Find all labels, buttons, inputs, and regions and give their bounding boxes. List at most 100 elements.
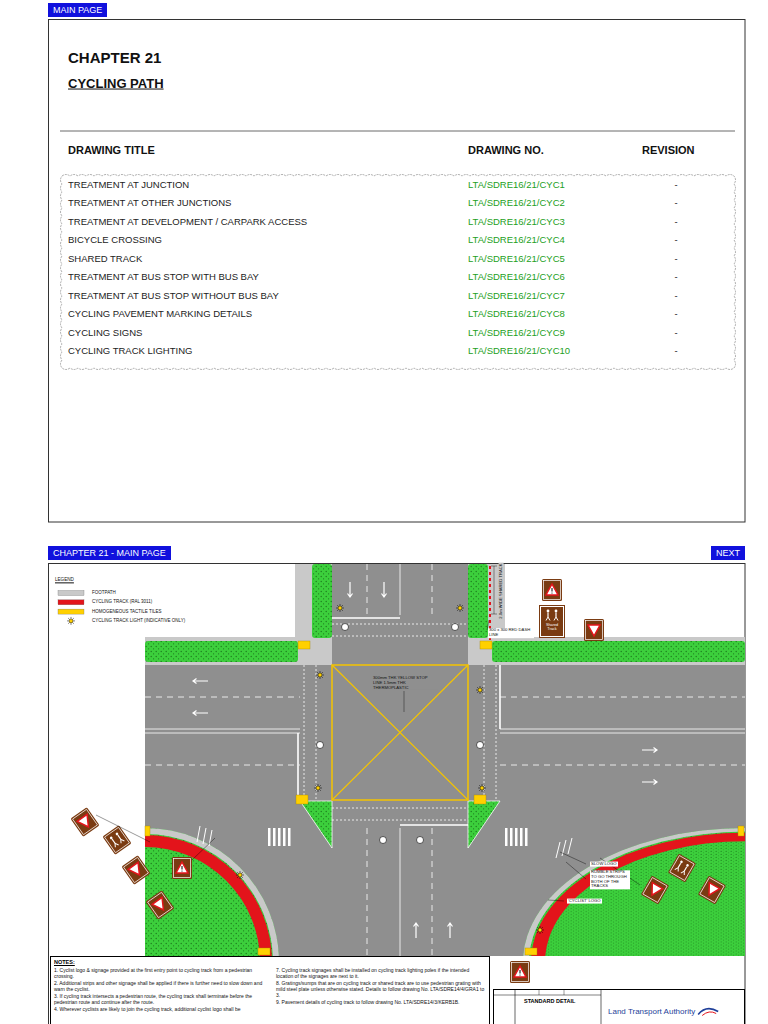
light-ray [320, 785, 321, 786]
cycling-track-light [456, 604, 464, 612]
sign-border [670, 856, 694, 881]
cycling-sign [542, 579, 562, 601]
footpath [145, 637, 745, 823]
crossing-line [332, 808, 468, 809]
zebra-stripe [515, 828, 518, 846]
carriageway [332, 564, 468, 665]
sign-mark [520, 970, 521, 974]
light-ray [71, 623, 72, 625]
zebra-stripe [283, 828, 286, 846]
drawing-title: TREATMENT AT DEVELOPMENT / CARPARK ACCES… [68, 216, 307, 227]
zebra-stripe [525, 828, 528, 846]
lane-arrow [414, 923, 419, 938]
light-ray [322, 675, 324, 676]
notes-columns: 1. Cyclist logo & signage provided at th… [54, 967, 486, 1013]
cycling-sign [121, 855, 150, 884]
column-header: DRAWING NO. [468, 144, 544, 157]
cycling-sign [102, 825, 131, 854]
light-ray [456, 608, 458, 609]
cycling-sign [172, 857, 192, 879]
page-frame [49, 20, 746, 523]
light-ray [322, 672, 323, 673]
grass-verge [312, 564, 332, 638]
tactile-tiles [474, 795, 486, 804]
rumble-strip [197, 826, 200, 842]
drawing-title: CYCLING PAVEMENT MARKING DETAILS [68, 309, 252, 320]
sign-plate [172, 857, 192, 879]
light-ray [320, 790, 321, 791]
cycling-track [531, 833, 745, 956]
light-ray [316, 675, 318, 676]
sign-figure-head [547, 610, 550, 613]
cycling-track-light [67, 617, 75, 625]
light-ray [478, 788, 480, 789]
drawing-number: LTA/SDRE16/21/CYC7 [468, 290, 565, 301]
yellow-box [332, 665, 468, 800]
light-ray [477, 692, 478, 693]
sheet-type: STANDARD DETAIL [524, 998, 575, 1004]
grass-verge [468, 564, 488, 638]
light-ray [320, 677, 321, 679]
light-ray [462, 605, 463, 606]
leader-line [192, 838, 215, 860]
title-block-rule [494, 995, 601, 996]
button-label: MAIN PAGE [53, 4, 102, 16]
light-ray [457, 605, 458, 606]
sign-plate [584, 619, 604, 641]
rumble-strip [562, 840, 566, 856]
sign-mark [182, 866, 183, 870]
crossing-line [332, 624, 468, 625]
light-bulb [478, 688, 482, 692]
leader-line [566, 862, 586, 879]
drawing-number: LTA/SDRE16/21/CYC9 [468, 327, 565, 338]
light-ray [540, 926, 541, 928]
revision-cloud [61, 175, 736, 370]
light-ray [482, 784, 483, 786]
crossing-line [496, 665, 497, 800]
callout-label: 300 x 300 RED DASH LINE [488, 628, 534, 638]
callout-label: 'CYCLIST' LOGO [567, 899, 602, 904]
sign-triangle [77, 814, 93, 830]
centre-line [145, 733, 300, 734]
traffic-island [468, 801, 500, 848]
light-ray [480, 692, 481, 694]
sign-figure [554, 617, 558, 621]
drawing-title: CYCLING SIGNS [68, 327, 142, 338]
title-block-rule [564, 990, 565, 995]
light-ray [479, 785, 480, 786]
sign-mark [181, 870, 182, 871]
revision-cell: - [674, 198, 677, 209]
corner-group [145, 828, 745, 956]
light-ray [482, 687, 483, 688]
corner-verge [523, 828, 745, 956]
sign-border [148, 892, 173, 917]
stop-line [332, 617, 400, 619]
lane-arrow [193, 679, 208, 684]
light-ray [462, 608, 464, 609]
callout-circle [417, 837, 424, 844]
light-ray [480, 686, 481, 688]
centre-line [500, 729, 745, 730]
light-ray [73, 620, 75, 621]
legend-swatch [58, 609, 84, 614]
sign-plate [698, 875, 726, 904]
leader-line [548, 900, 564, 901]
crossing-line [332, 636, 468, 637]
sign-triangle [176, 862, 188, 873]
cycling-sign [698, 875, 726, 904]
tactile-tiles [258, 948, 270, 955]
note-text: 3. If cycling track intersects a pedestr… [54, 993, 268, 1006]
zebra-stripe [505, 828, 508, 846]
sign-figure-head [555, 610, 558, 613]
light-ray [342, 610, 343, 611]
sign-mark [551, 592, 552, 593]
legend-label: CYCLING TRACK LIGHT (INDICATIVE ONLY) [92, 618, 185, 623]
light-bulb [458, 606, 462, 610]
sign-plate [102, 825, 131, 854]
drawing-title: TREATMENT AT JUNCTION [68, 180, 189, 191]
sign-mark [552, 588, 553, 592]
sign-triangle [128, 862, 144, 878]
zebra-stripe [510, 828, 513, 846]
sign-border [544, 581, 561, 600]
